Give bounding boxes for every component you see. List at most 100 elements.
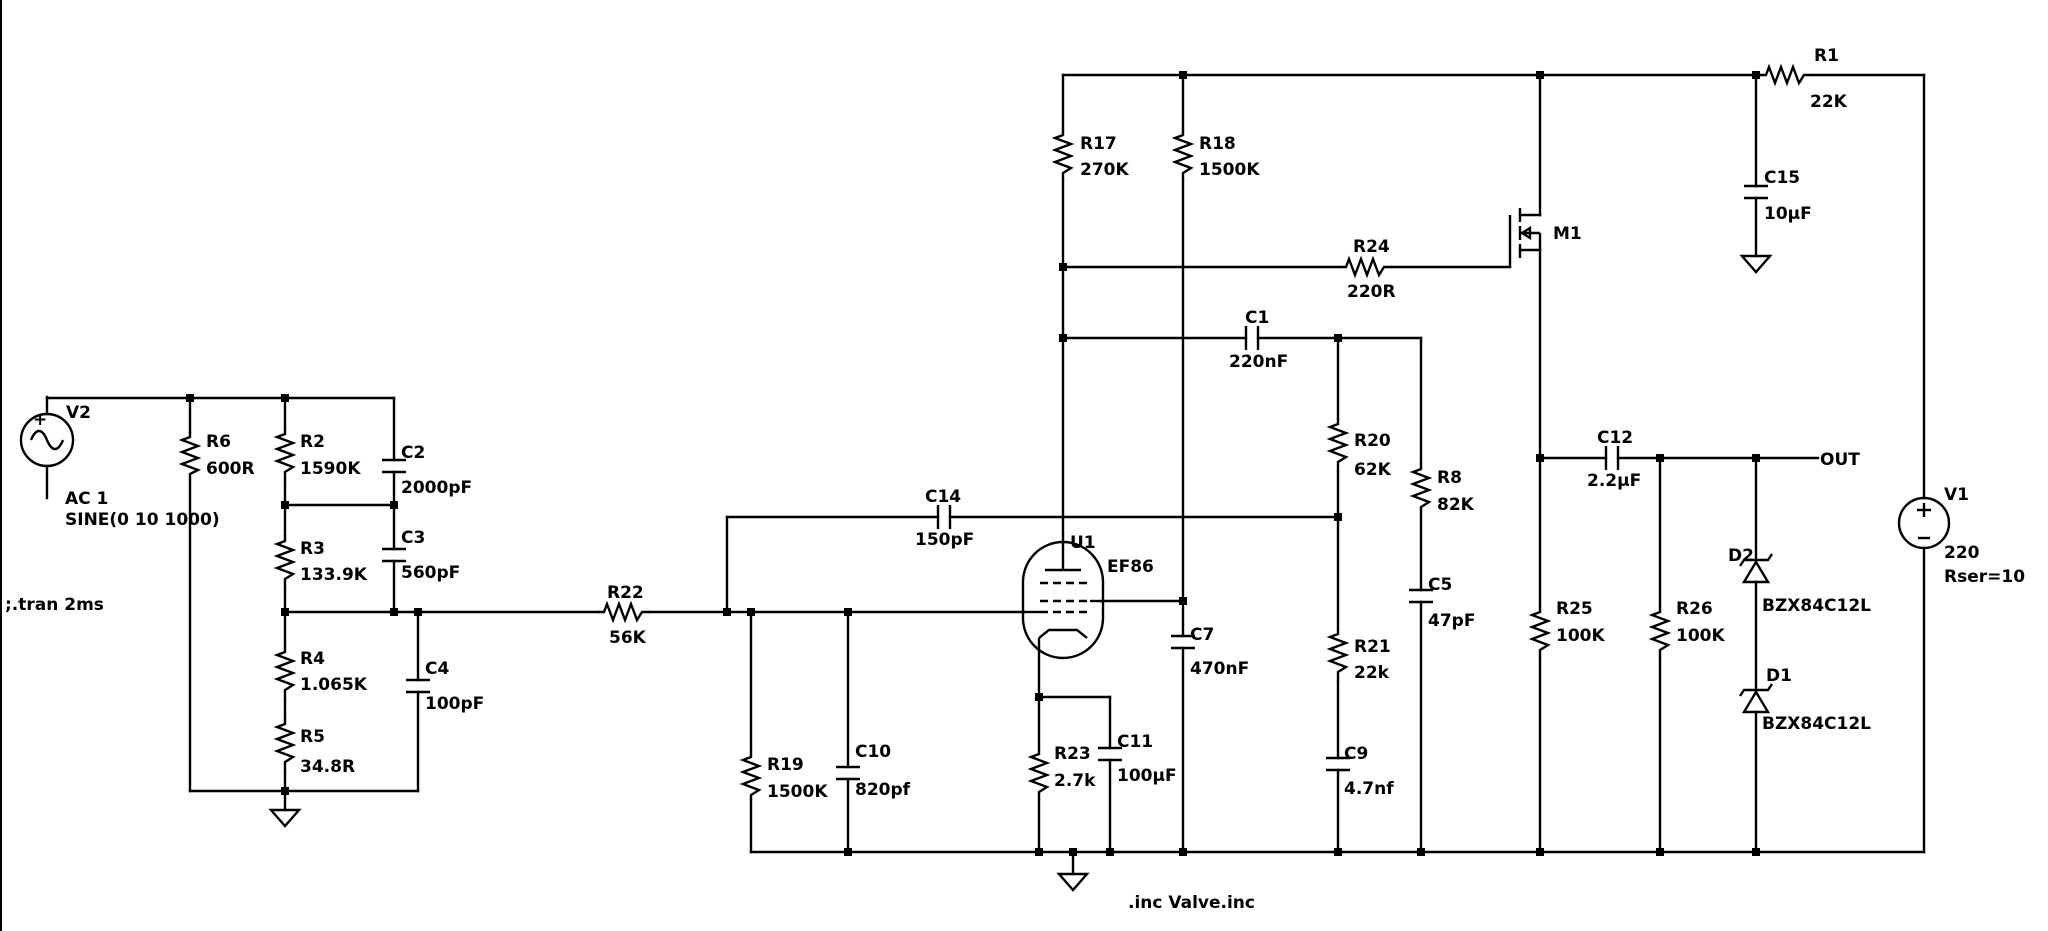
u1-value: EF86 (1107, 557, 1154, 577)
r25-value: 100K (1556, 626, 1605, 646)
r5-value: 34.8R (300, 757, 355, 777)
r2-value: 1590K (300, 459, 361, 479)
capacitor-c11[interactable] (1098, 746, 1122, 762)
out-net-label: OUT (1820, 450, 1860, 470)
r8-value: 82K (1437, 495, 1475, 515)
c11-ref: C11 (1117, 732, 1153, 752)
resistor-r5[interactable] (273, 718, 297, 772)
component-labels: V2 AC 1 SINE(0 10 1000) R6 600R R2 1590K… (5, 46, 2025, 913)
resistor-r26[interactable] (1648, 606, 1672, 658)
capacitor-c1[interactable] (1244, 326, 1260, 350)
c4-ref: C4 (425, 659, 449, 679)
resistor-r3[interactable] (273, 535, 297, 589)
ground-icon (268, 808, 302, 828)
zener-diode-d1[interactable] (1739, 683, 1773, 714)
resistor-r24[interactable] (1340, 255, 1392, 279)
r5-ref: R5 (300, 727, 325, 747)
r23-value: 2.7k (1054, 771, 1096, 791)
r20-value: 62K (1354, 460, 1392, 480)
resistor-r18[interactable] (1171, 129, 1195, 181)
c1-value: 220nF (1229, 352, 1288, 372)
d1-ref: D1 (1766, 666, 1792, 686)
resistor-r2[interactable] (273, 428, 297, 482)
resistor-r17[interactable] (1051, 129, 1075, 181)
resistor-r22[interactable] (598, 600, 650, 624)
c5-value: 47pF (1428, 611, 1475, 631)
svg-text:+: + (33, 410, 47, 430)
capacitor-c14[interactable] (936, 505, 952, 529)
r4-value: 1.065K (300, 675, 368, 695)
resistor-r1[interactable] (1760, 63, 1812, 87)
c2-ref: C2 (401, 443, 425, 463)
r4-ref: R4 (300, 649, 325, 669)
v1-value2: Rser=10 (1944, 567, 2025, 587)
c14-ref: C14 (925, 487, 961, 507)
r2-ref: R2 (300, 432, 325, 452)
capacitor-c12[interactable] (1604, 446, 1620, 470)
r24-ref: R24 (1353, 237, 1390, 257)
r22-value: 56K (609, 628, 647, 648)
resistor-r20[interactable] (1326, 418, 1350, 472)
r1-value: 22K (1810, 92, 1848, 112)
resistor-r23[interactable] (1027, 748, 1051, 800)
resistor-r8[interactable] (1409, 463, 1433, 511)
resistor-r19[interactable] (739, 751, 763, 800)
capacitor-c7[interactable] (1171, 634, 1195, 650)
zener-diode-d2[interactable] (1739, 553, 1773, 584)
voltage-source-v1[interactable] (1897, 496, 1951, 550)
r1-ref: R1 (1814, 46, 1839, 66)
r23-ref: R23 (1054, 744, 1091, 764)
r25-ref: R25 (1556, 599, 1593, 619)
r24-value: 220R (1347, 282, 1396, 302)
c10-ref: C10 (855, 742, 891, 762)
r17-value: 270K (1080, 160, 1129, 180)
capacitor-c10[interactable] (836, 765, 860, 781)
capacitor-c9[interactable] (1326, 756, 1350, 772)
vacuum-tube-u1[interactable] (1021, 540, 1105, 660)
r21-ref: R21 (1354, 637, 1391, 657)
r18-value: 1500K (1199, 160, 1260, 180)
r26-value: 100K (1676, 626, 1725, 646)
r17-ref: R17 (1080, 134, 1117, 154)
c3-ref: C3 (401, 528, 425, 548)
junction-dots (186, 71, 1760, 856)
r3-value: 133.9K (300, 565, 368, 585)
r6-value: 600R (206, 459, 255, 479)
voltage-source-v2[interactable]: + (19, 410, 75, 468)
resistor-r6[interactable] (178, 432, 202, 480)
resistor-r21[interactable] (1326, 628, 1350, 682)
c15-value: 10µF (1764, 204, 1812, 224)
r21-value: 22k (1354, 663, 1390, 683)
v1-value: 220 (1944, 543, 1980, 563)
r6-ref: R6 (206, 432, 231, 452)
capacitor-c2[interactable] (382, 458, 406, 474)
r3-ref: R3 (300, 539, 325, 559)
d2-ref: D2 (1728, 546, 1754, 566)
capacitor-c5[interactable] (1409, 588, 1433, 604)
resistor-r25[interactable] (1528, 606, 1552, 658)
ground-icon (1739, 254, 1773, 274)
capacitor-c4[interactable] (406, 678, 430, 694)
v1-ref: V1 (1944, 485, 1969, 505)
capacitor-c3[interactable] (382, 547, 406, 563)
ground-icon (1056, 872, 1090, 892)
mosfet-m1[interactable] (1508, 208, 1542, 267)
v2-ref: V2 (66, 403, 91, 423)
r20-ref: R20 (1354, 431, 1391, 451)
c7-value: 470nF (1190, 659, 1249, 679)
d2-value: BZX84C12L (1762, 596, 1871, 616)
include-directive: .inc Valve.inc (1128, 893, 1255, 913)
r26-ref: R26 (1676, 599, 1713, 619)
c1-ref: C1 (1245, 308, 1269, 328)
m1-ref: M1 (1553, 224, 1582, 244)
r18-ref: R18 (1199, 134, 1236, 154)
c9-ref: C9 (1344, 744, 1368, 764)
c14-value: 150pF (915, 530, 974, 550)
capacitor-c15[interactable] (1744, 184, 1768, 200)
c4-value: 100pF (425, 694, 484, 714)
resistor-r4[interactable] (273, 646, 297, 700)
d1-value: BZX84C12L (1762, 714, 1871, 734)
c3-value: 560pF (401, 563, 460, 583)
v2-value: AC 1 (65, 489, 108, 509)
